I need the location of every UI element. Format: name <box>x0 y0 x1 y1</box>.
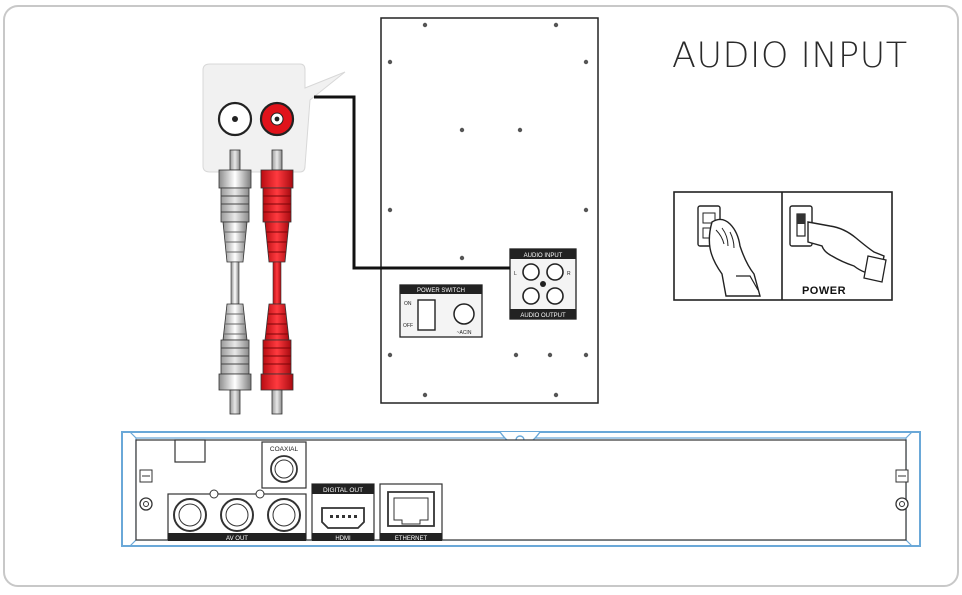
ac-in-label: ~ACIN <box>457 330 472 336</box>
off-label: OFF <box>403 323 413 329</box>
audio-input-label: AUDIO INPUT <box>524 253 563 259</box>
connection-line <box>314 95 510 270</box>
white-wire <box>230 261 240 305</box>
rca-cable <box>218 149 294 415</box>
player-back-panel: COAXIAL AV OUT DIGITAL OUT HDMI <box>121 431 921 547</box>
white-plug-bottom <box>218 303 252 415</box>
coaxial-label: COAXIAL <box>270 446 299 453</box>
digital-out-label: DIGITAL OUT <box>323 487 363 494</box>
av-out-label: AV OUT <box>226 536 248 542</box>
audio-output-left-jack[interactable] <box>522 287 540 305</box>
power-switch-label: POWER SWITCH <box>417 288 465 294</box>
on-label: ON <box>404 301 412 307</box>
panel-screws <box>387 22 589 398</box>
power-instruction: POWER <box>673 191 893 301</box>
coaxial-port-group: COAXIAL <box>261 441 307 489</box>
red-plug-bottom <box>260 303 294 415</box>
power-label: POWER <box>802 285 846 297</box>
ac-in-socket[interactable] <box>453 303 475 325</box>
right-mark: R <box>567 271 571 277</box>
av-out-port-group: AV OUT <box>167 489 307 542</box>
audio-input-left-jack[interactable] <box>522 263 540 281</box>
red-wire <box>272 261 282 305</box>
ethernet-label: ETHERNET <box>395 536 428 542</box>
hdmi-port-group: DIGITAL OUT HDMI <box>311 483 375 542</box>
right-mount <box>895 469 909 511</box>
left-mark: L <box>514 271 517 277</box>
power-switch-block: POWER SWITCH ON OFF ~ACIN <box>399 284 483 338</box>
jack-callout <box>202 63 346 173</box>
diagram-title: AUDIO INPUT <box>672 36 908 76</box>
red-plug-top <box>260 149 294 263</box>
audio-io-block: AUDIO INPUT AUDIO OUTPUT L R <box>509 248 577 320</box>
hdmi-label: HDMI <box>335 536 351 542</box>
switch-on-step: POWER <box>789 205 887 297</box>
left-mount <box>139 469 153 511</box>
rocker-switch[interactable] <box>417 299 436 331</box>
subwoofer-back-panel: AUDIO INPUT AUDIO OUTPUT L R POWER SWITC… <box>380 17 599 404</box>
audio-output-right-jack[interactable] <box>546 287 564 305</box>
ethernet-port-group: ETHERNET <box>379 483 443 542</box>
audio-input-right-jack[interactable] <box>546 263 564 281</box>
plug-in-step <box>697 205 761 297</box>
white-plug-top <box>218 149 252 263</box>
audio-output-label: AUDIO OUTPUT <box>520 313 566 319</box>
